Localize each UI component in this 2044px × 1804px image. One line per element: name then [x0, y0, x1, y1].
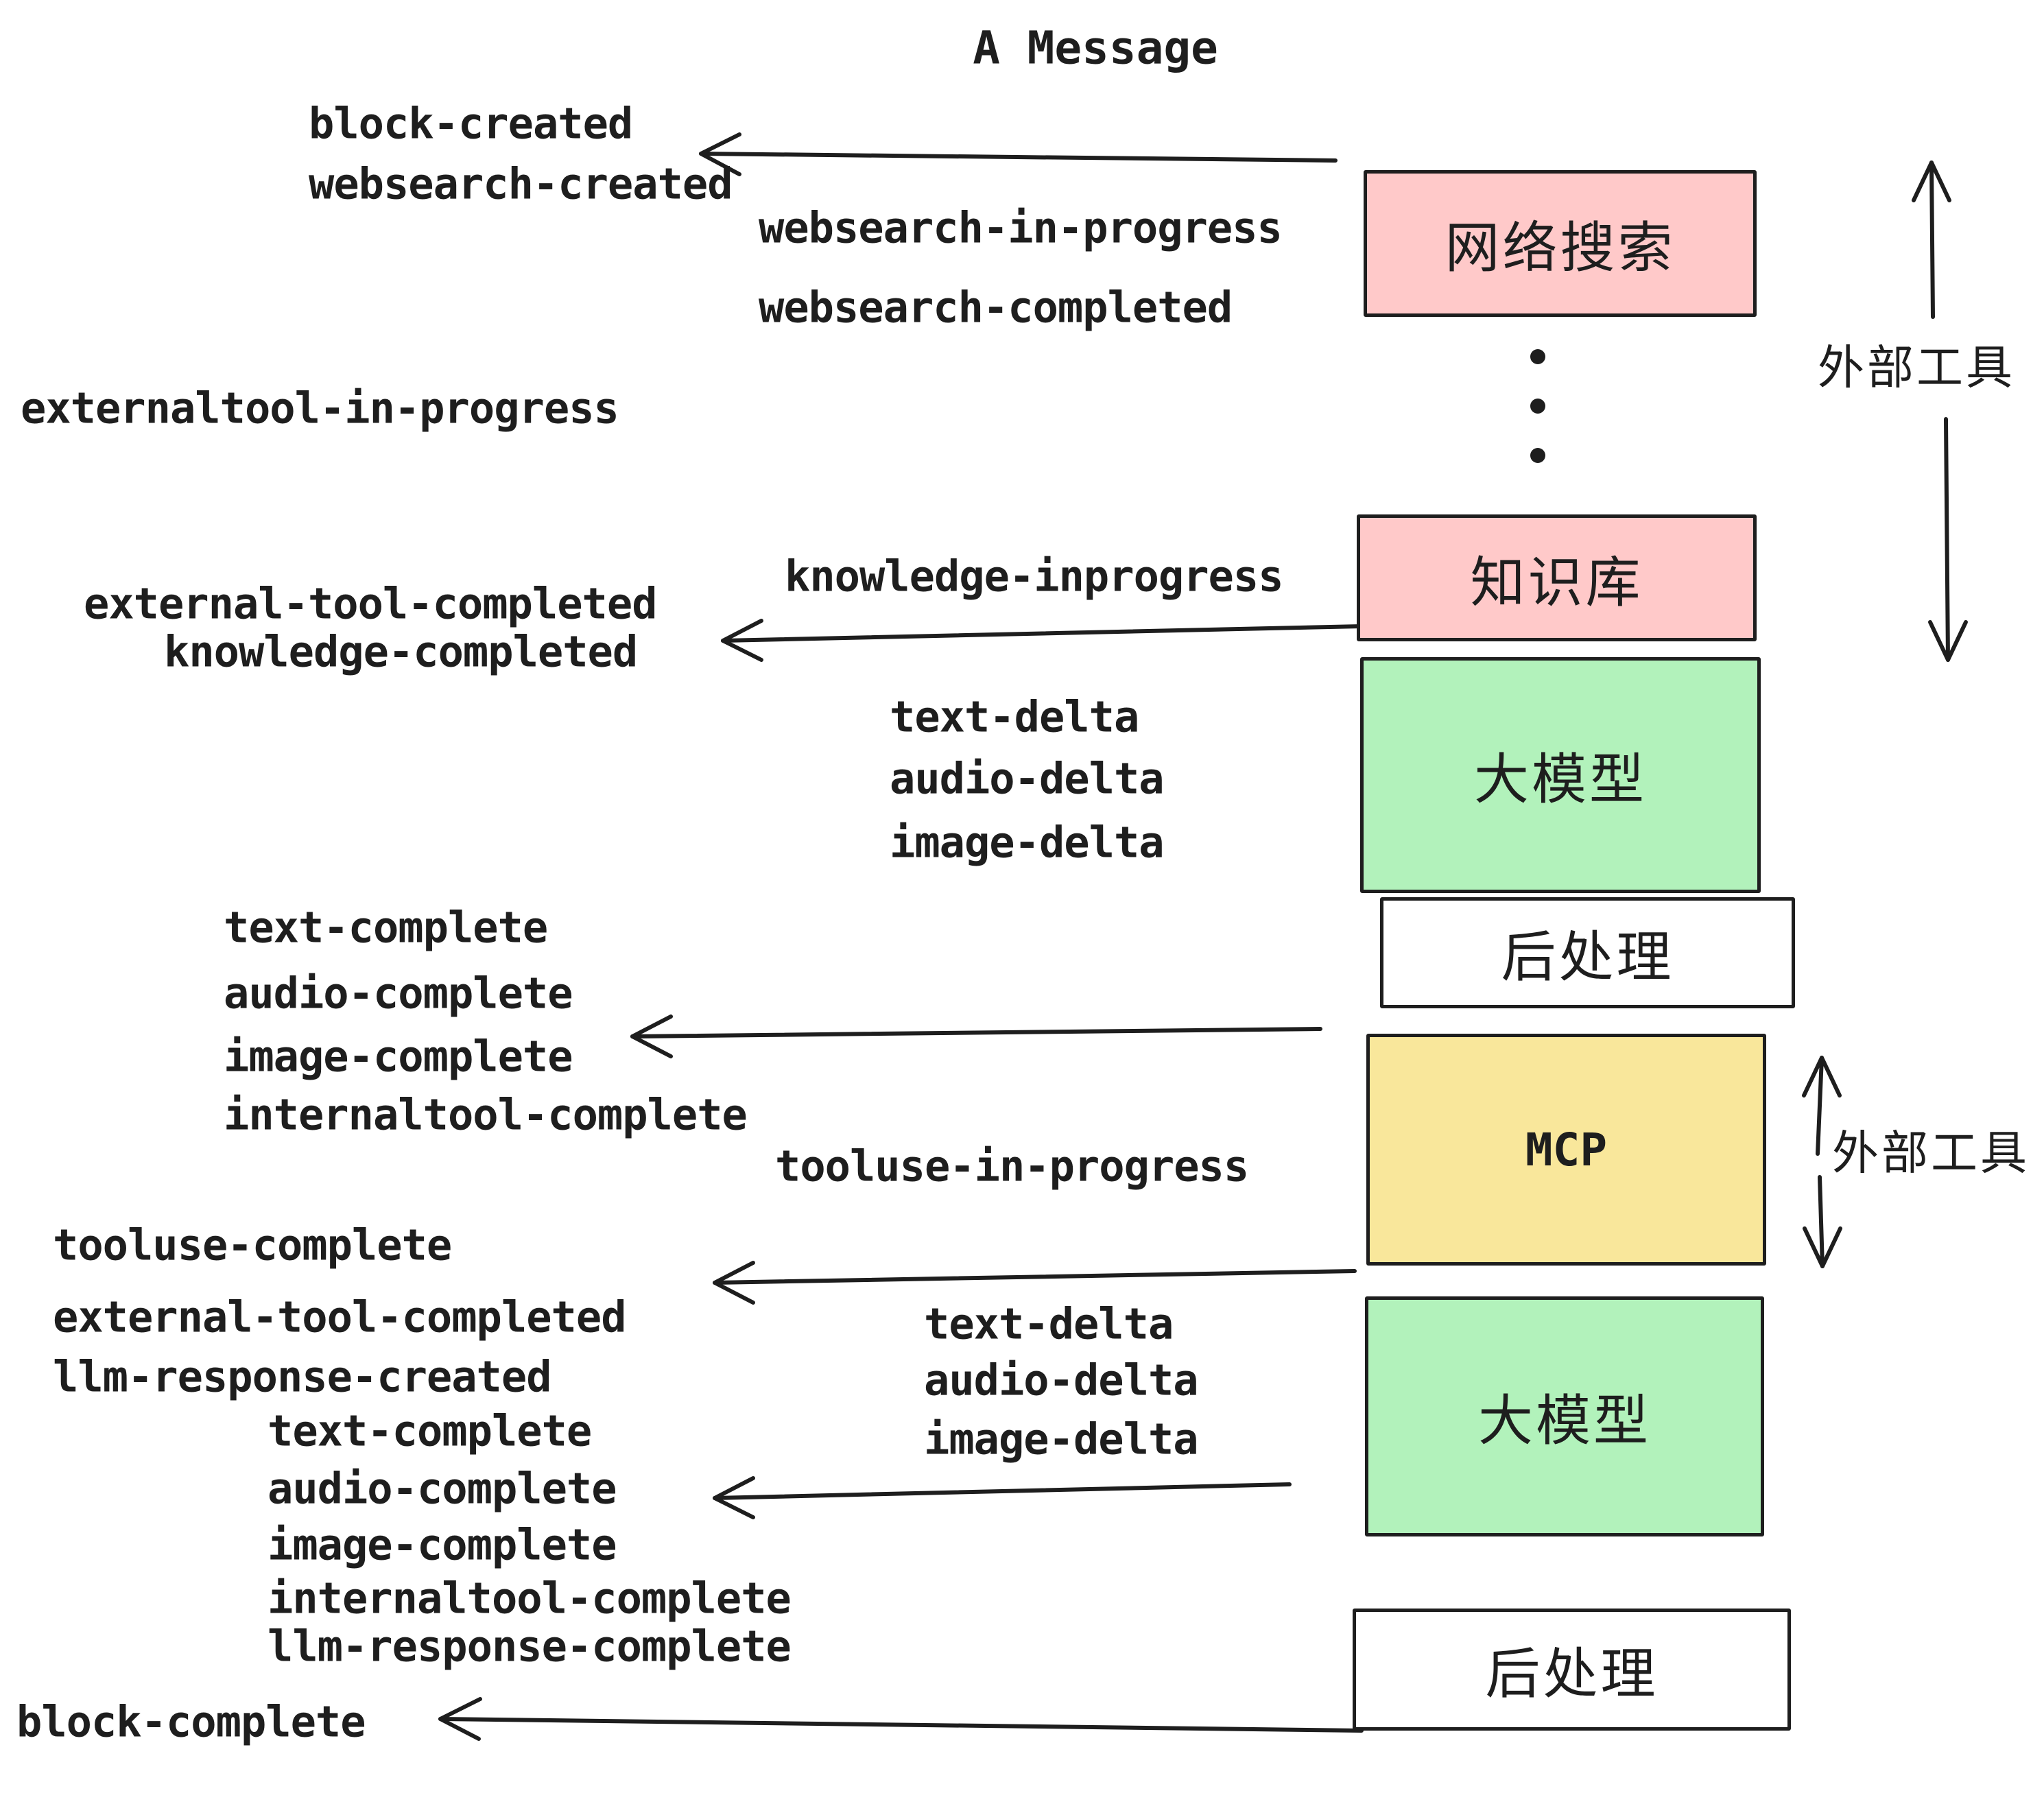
event-image-complete-1: image-complete: [224, 1031, 573, 1082]
node-llm-2: 大模型: [1365, 1296, 1764, 1536]
event-text-delta-1: text-delta: [890, 691, 1139, 742]
event-image-delta-2: image-delta: [924, 1414, 1199, 1464]
event-websearch-created: websearch-created: [309, 158, 733, 209]
ellipsis-dots: [1530, 349, 1545, 463]
event-text-complete-1: text-complete: [224, 902, 548, 953]
event-tooluse-complete: tooluse-complete: [53, 1220, 452, 1270]
node-postprocess-2: 后处理: [1353, 1609, 1791, 1731]
node-llm-1-label: 大模型: [1474, 748, 1647, 811]
event-llm-response-complete: llm-response-complete: [268, 1621, 792, 1672]
event-internaltool-complete-2: internaltool-complete: [268, 1573, 792, 1624]
event-external-tool-completed-2: external-tool-completed: [53, 1292, 627, 1342]
node-postprocess-1-label: 后处理: [1501, 925, 1674, 989]
event-block-complete: block-complete: [16, 1696, 366, 1747]
node-knowledge-base: 知识库: [1357, 514, 1757, 641]
event-audio-complete-2: audio-complete: [268, 1463, 617, 1514]
node-websearch-label: 网络搜索: [1445, 216, 1676, 280]
event-audio-delta-2: audio-delta: [924, 1355, 1199, 1405]
event-audio-delta-1: audio-delta: [890, 753, 1165, 804]
event-knowledge-completed: knowledge-completed: [164, 626, 638, 677]
node-knowledge-base-label: 知识库: [1470, 550, 1643, 615]
node-websearch: 网络搜索: [1364, 170, 1757, 317]
node-mcp: MCP: [1366, 1034, 1766, 1266]
arrow-external-tools-mid-up: [1802, 1056, 1842, 1156]
arrow-external-tools-top-down: [1928, 417, 1968, 662]
node-llm-1: 大模型: [1360, 657, 1761, 893]
arrow-websearch-to-created: [699, 132, 1338, 176]
event-websearch-completed: websearch-completed: [759, 282, 1233, 333]
node-mcp-label: MCP: [1525, 1123, 1608, 1176]
event-tooluse-in-progress: tooluse-in-progress: [775, 1141, 1249, 1191]
event-text-complete-2: text-complete: [268, 1405, 592, 1456]
event-websearch-in-progress: websearch-in-progress: [759, 202, 1283, 253]
node-postprocess-2-label: 后处理: [1485, 1642, 1659, 1706]
node-postprocess-1: 后处理: [1380, 897, 1795, 1008]
arrow-knowledge-to-completed: [721, 619, 1364, 662]
arrow-post2-to-block-complete: [438, 1697, 1364, 1741]
event-llm-response-created: llm-response-created: [53, 1351, 552, 1402]
arrow-mcp-to-tooluse-complete: [713, 1261, 1357, 1305]
event-internaltool-complete-1: internaltool-complete: [224, 1089, 748, 1140]
event-image-delta-1: image-delta: [890, 817, 1165, 868]
arrow-external-tools-mid-down: [1803, 1175, 1842, 1268]
label-external-tools-top: 外部工具: [1817, 341, 2016, 396]
event-knowledge-inprogress: knowledge-inprogress: [785, 551, 1284, 602]
arrow-post1-to-complete: [630, 1014, 1322, 1058]
event-externaltool-in-progress: externaltool-in-progress: [21, 383, 619, 434]
event-block-created: block-created: [309, 98, 633, 149]
event-audio-complete-1: audio-complete: [224, 968, 573, 1019]
event-external-tool-completed-1: external-tool-completed: [84, 578, 658, 629]
event-image-complete-2: image-complete: [268, 1519, 617, 1570]
arrow-llm2-to-complete: [713, 1476, 1292, 1519]
event-text-delta-2: text-delta: [924, 1298, 1174, 1349]
label-external-tools-mid: 外部工具: [1831, 1126, 2030, 1181]
node-llm-2-label: 大模型: [1478, 1389, 1651, 1453]
arrow-external-tools-top-up: [1912, 161, 1951, 319]
diagram-title: A Message: [973, 21, 1218, 75]
